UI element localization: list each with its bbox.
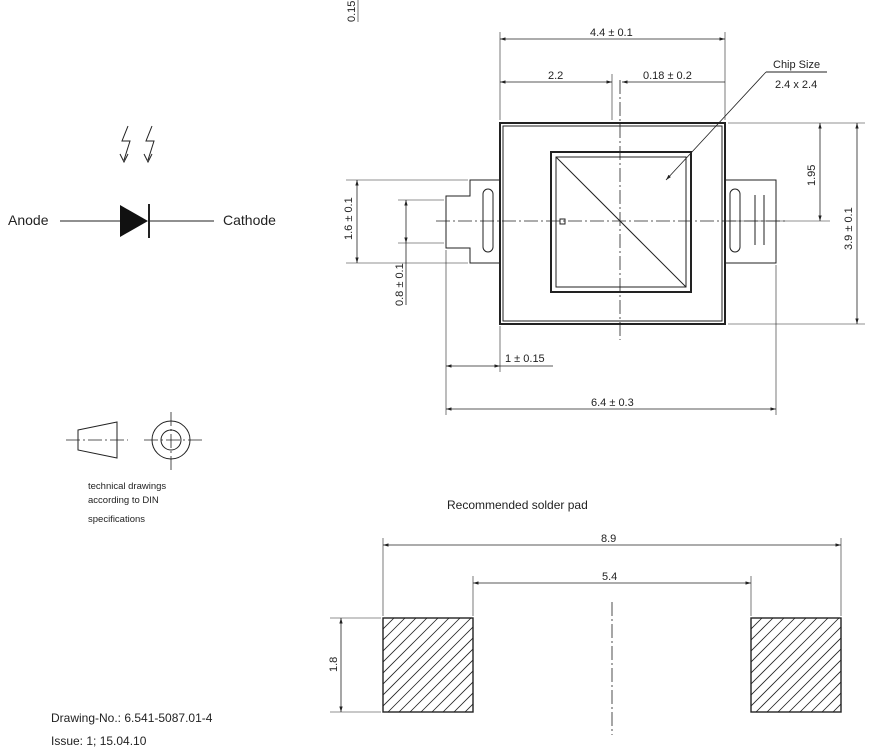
cathode-label: Cathode bbox=[223, 212, 276, 228]
hatch-line bbox=[751, 618, 829, 696]
hatch-line bbox=[844, 618, 888, 712]
dim-overall: 6.4 ± 0.3 bbox=[591, 397, 634, 409]
hatch-line bbox=[766, 637, 841, 712]
drawing-number: Drawing-No.: 6.541-5087.01-4 bbox=[51, 711, 213, 725]
hatch-line bbox=[877, 618, 888, 712]
hatch-line bbox=[542, 618, 636, 712]
hatch-line bbox=[453, 692, 473, 712]
hatch-line bbox=[383, 618, 395, 630]
dim-offset: 0.18 ± 0.2 bbox=[643, 70, 692, 82]
diode-symbol: Anode Cathode bbox=[8, 125, 276, 238]
hatch-line bbox=[487, 618, 581, 712]
hatch-line bbox=[383, 618, 439, 674]
hatch-line bbox=[383, 618, 417, 652]
solder-pad-title: Recommended solder pad bbox=[447, 498, 588, 512]
dim-1-95: 1.95 bbox=[806, 165, 818, 186]
dim-height: 3.9 ± 0.1 bbox=[843, 207, 855, 250]
hatch-line bbox=[799, 670, 841, 712]
projection-symbol-icon bbox=[66, 412, 204, 470]
hatch-line bbox=[383, 618, 472, 707]
hatch-line bbox=[751, 618, 807, 674]
hatch-line bbox=[442, 681, 473, 712]
dim-lead-length: 1 ± 0.15 bbox=[505, 353, 545, 365]
hatch-line bbox=[755, 626, 841, 712]
hatch-line bbox=[788, 659, 841, 712]
dim-lead-height: 1.6 ± 0.1 bbox=[343, 197, 355, 240]
hatch-line bbox=[777, 648, 841, 712]
hatch-line bbox=[751, 618, 763, 630]
dim-left-half: 2.2 bbox=[548, 70, 563, 82]
hatch-line bbox=[383, 618, 406, 641]
din-note-line: according to DIN bbox=[88, 495, 159, 506]
solder-pad-right bbox=[750, 617, 888, 713]
hatch-line bbox=[464, 703, 473, 712]
hatch-line bbox=[476, 618, 570, 712]
drawing-footer: Drawing-No.: 6.541-5087.01-4 Issue: 1; 1… bbox=[51, 711, 213, 748]
hatch-line bbox=[751, 618, 840, 707]
hatch-line bbox=[751, 618, 818, 685]
package-top-view: 0.15 4.4 ± 0.1 2.2 0.18 ± 0.2 bbox=[343, 0, 865, 415]
hatch-line bbox=[431, 670, 473, 712]
hatch-line bbox=[751, 618, 796, 663]
light-arrows-icon bbox=[119, 125, 155, 164]
hatch-line bbox=[855, 618, 888, 712]
hatch-line bbox=[383, 618, 461, 696]
hatch-line bbox=[383, 618, 428, 663]
hatch-line bbox=[751, 618, 752, 619]
solder-pad-left bbox=[382, 617, 658, 713]
hatch-line bbox=[553, 618, 647, 712]
hatch-line bbox=[498, 618, 592, 712]
hatch-line bbox=[751, 618, 774, 641]
solder-pad-drawing: Recommended solder pad 8.9 5.4 1.8 bbox=[328, 498, 888, 735]
chip-size-title: Chip Size bbox=[773, 59, 820, 71]
hatch-line bbox=[821, 692, 841, 712]
dim-lead-inner: 0.8 ± 0.1 bbox=[394, 263, 406, 306]
hatch-line bbox=[387, 626, 473, 712]
din-note-line: technical drawings bbox=[88, 481, 166, 492]
hatch-line bbox=[509, 618, 603, 712]
anode-label: Anode bbox=[8, 212, 49, 228]
hatch-line bbox=[564, 618, 658, 712]
hatch-line bbox=[520, 618, 614, 712]
hatch-line bbox=[383, 618, 450, 685]
dim-width: 4.4 ± 0.1 bbox=[590, 27, 633, 39]
hatch-line bbox=[420, 659, 473, 712]
diode-triangle-icon bbox=[120, 205, 148, 237]
hatch-line bbox=[398, 637, 473, 712]
pad-dim-height: 1.8 bbox=[328, 657, 340, 672]
issue-date: Issue: 1; 15.04.10 bbox=[51, 734, 147, 748]
hatch-line bbox=[409, 648, 473, 712]
din-note-line: specifications bbox=[88, 514, 145, 525]
hatch-line bbox=[866, 618, 888, 712]
hatch-line bbox=[531, 618, 625, 712]
din-note: technical drawings according to DIN spec… bbox=[88, 481, 166, 525]
pad-dim-overall: 8.9 bbox=[601, 533, 616, 545]
pad-dim-inner: 5.4 bbox=[602, 571, 617, 583]
hatch-line bbox=[810, 681, 841, 712]
cut-dimension-label: 0.15 bbox=[346, 1, 358, 22]
chip-size-value: 2.4 x 2.4 bbox=[775, 79, 817, 91]
hatch-line bbox=[751, 618, 785, 652]
